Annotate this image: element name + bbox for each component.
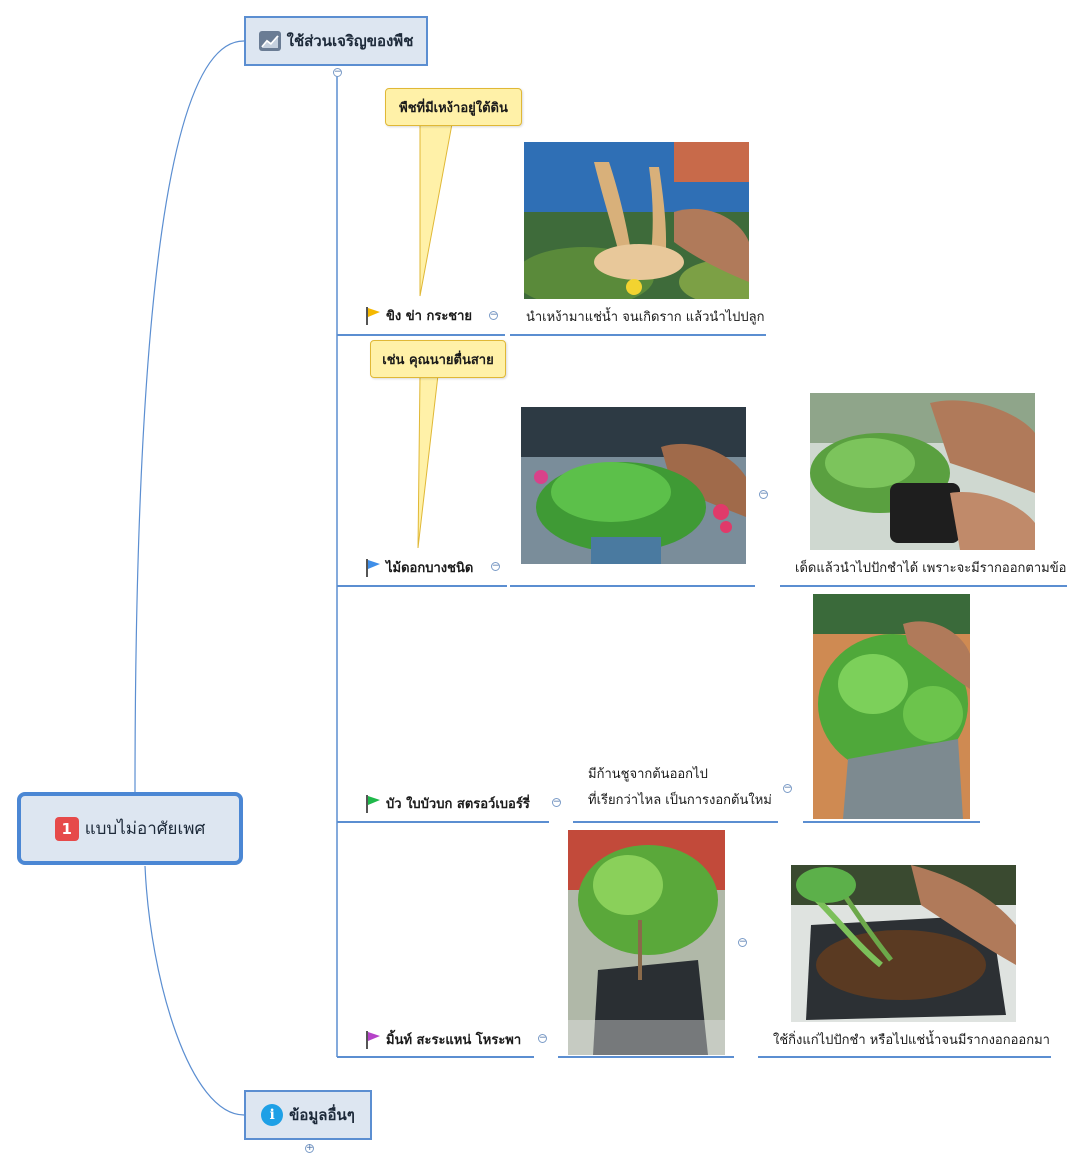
note-line: ที่เรียกว่าไหล เป็นการงอกต้นใหม่ (588, 793, 772, 808)
branch-text: มิ้นท์ สะระแหน่ โหระพา (386, 1033, 522, 1048)
portulaca-pot-photo (521, 407, 746, 564)
branch-text: ขิง ข่า กระชาย (386, 309, 473, 324)
flag-icon (366, 794, 380, 813)
root-label: แบบไม่อาศัยเพศ (84, 819, 206, 839)
info-icon: i (261, 1104, 284, 1126)
main-topic-label: ใช้ส่วนเจริญของพืช (286, 32, 414, 50)
root-topic[interactable]: 1 แบบไม่อาศัยเพศ (17, 792, 243, 865)
branch-label[interactable]: มิ้นท์ สะระแหน่ โหระพา (365, 1029, 521, 1050)
mint-bag-photo (568, 830, 725, 1055)
branch-note: เด็ดแล้วนำไปปักชำได้ เพราะจะมีรากออกตามข… (795, 561, 1067, 576)
flag-icon (366, 558, 380, 577)
collapse-toggle[interactable]: − (333, 67, 342, 77)
branch-note: นำเหง้ามาแช่น้ำ จนเกิดราก แล้วนำไปปลูก (526, 310, 765, 325)
mint-planting-photo (791, 865, 1016, 1022)
collapse-toggle[interactable]: − (552, 797, 561, 807)
collapse-toggle[interactable]: − (491, 561, 500, 571)
note-line: มีก้านชูจากต้นออกไป (588, 767, 708, 782)
callout-note: เช่น คุณนายตื่นสาย (370, 340, 506, 378)
branch-label[interactable]: ไม้ดอกบางชนิด (365, 557, 473, 578)
branch-label[interactable]: บัว ใบบัวบก สตรอว์เบอร์รี่ (365, 793, 530, 814)
branch-text: บัว ใบบัวบก สตรอว์เบอร์รี่ (386, 797, 530, 812)
callout-note: พืชที่มีเหง้าอยู่ใต้ดิน (385, 88, 522, 126)
collapse-toggle[interactable]: − (489, 310, 498, 320)
flag-icon (366, 306, 380, 325)
branch-text: ไม้ดอกบางชนิด (386, 561, 474, 576)
branch-label[interactable]: ขิง ข่า กระชาย (365, 305, 472, 326)
portulaca-cutting-photo (810, 393, 1035, 550)
branch-note: ใช้กิ่งแก่ไปปักชำ หรือไปแช่น้ำจนมีรากงอก… (773, 1033, 1050, 1048)
priority-badge: 1 (54, 816, 79, 841)
main-topic-vegetative[interactable]: ใช้ส่วนเจริญของพืช (244, 16, 428, 66)
ginger-rhizome-photo (524, 142, 749, 299)
collapse-toggle[interactable]: − (738, 937, 747, 947)
expand-toggle[interactable]: + (305, 1143, 314, 1153)
main-topic-label: ข้อมูลอื่นๆ (289, 1106, 355, 1124)
flag-icon (366, 1030, 380, 1049)
chart-icon (258, 31, 281, 51)
collapse-toggle[interactable]: − (538, 1033, 547, 1043)
branch-note: มีก้านชูจากต้นออกไป ที่เรียกว่าไหล เป็นก… (588, 762, 772, 814)
collapse-toggle[interactable]: − (783, 783, 792, 793)
collapse-toggle[interactable]: − (759, 489, 768, 499)
strawberry-pot-photo (813, 594, 970, 819)
main-topic-other[interactable]: i ข้อมูลอื่นๆ (244, 1090, 372, 1140)
